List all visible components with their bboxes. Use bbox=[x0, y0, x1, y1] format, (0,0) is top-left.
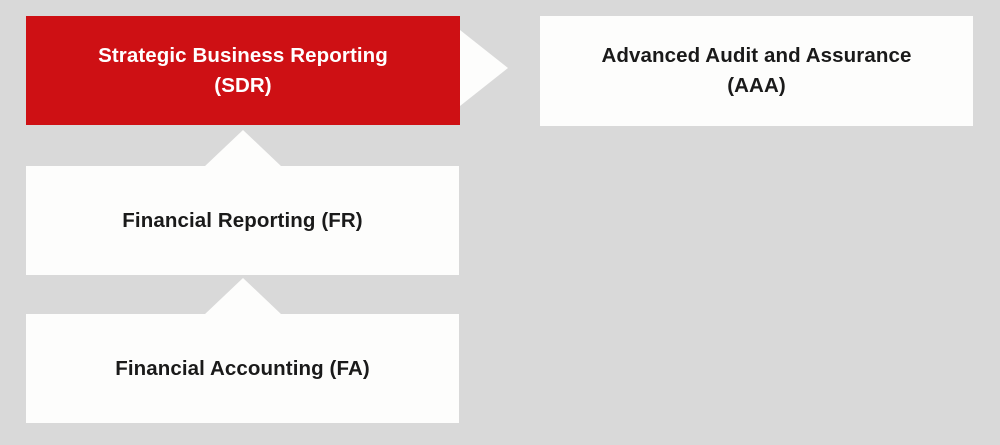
node-advanced-audit-and-assurance[interactable]: Advanced Audit and Assurance (AAA) bbox=[540, 16, 973, 126]
arrow-up-icon bbox=[204, 130, 282, 167]
node-financial-reporting[interactable]: Financial Reporting (FR) bbox=[26, 166, 459, 275]
node-strategic-business-reporting[interactable]: Strategic Business Reporting (SDR) bbox=[26, 16, 460, 125]
arrow-up-icon bbox=[204, 278, 282, 315]
node-label-fr: Financial Reporting (FR) bbox=[122, 208, 363, 232]
arrow-right-icon bbox=[460, 30, 508, 106]
node-label-sdr: Strategic Business Reporting (SDR) bbox=[98, 43, 388, 97]
node-label-aaa: Advanced Audit and Assurance (AAA) bbox=[601, 44, 912, 97]
node-label-fa: Financial Accounting (FA) bbox=[115, 356, 370, 380]
node-financial-accounting[interactable]: Financial Accounting (FA) bbox=[26, 314, 459, 423]
